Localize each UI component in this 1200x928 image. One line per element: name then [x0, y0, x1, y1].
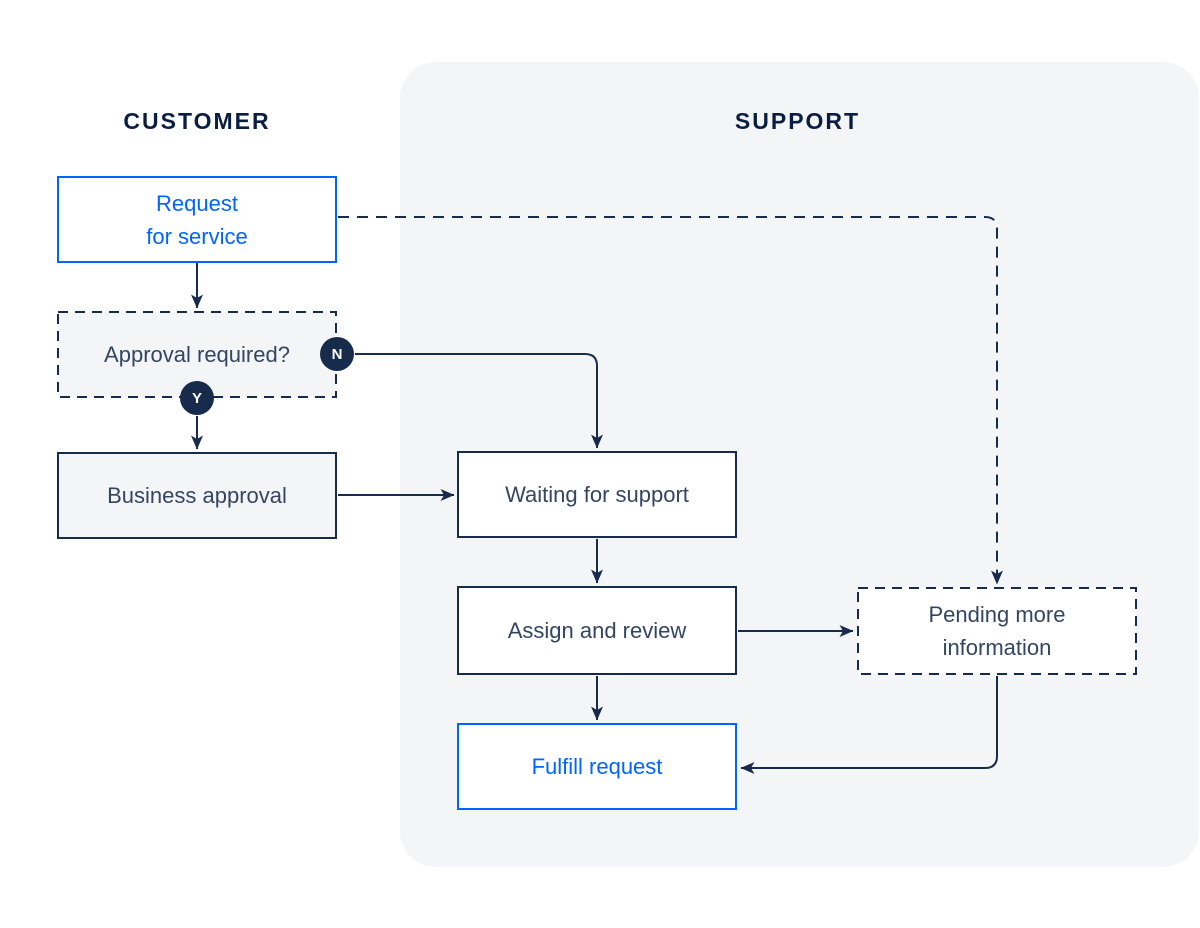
node-request-for-service: Request for service [57, 176, 337, 263]
node-pending-more-information: Pending more information [857, 587, 1137, 675]
lane-title-customer: CUSTOMER [123, 108, 271, 134]
node-label: Pending more information [928, 602, 1066, 660]
node-waiting-for-support: Waiting for support [457, 451, 737, 538]
connector-approval-no-to-waiting [355, 353, 603, 449]
connector-request-to-pending-dashed [338, 216, 1003, 585]
branch-badge-no: N [320, 337, 354, 371]
lane-title-support: SUPPORT [734, 108, 861, 134]
node-label: Approval required? [104, 342, 290, 367]
node-label: Assign and review [507, 618, 687, 643]
dashed-border [857, 587, 1137, 675]
node-label: Request for service [146, 190, 248, 249]
branch-badge-yes: Y [180, 381, 214, 415]
connector-pending-to-fulfill [740, 676, 998, 774]
node-fulfill-request: Fulfill request [457, 723, 737, 810]
node-assign-and-review: Assign and review [457, 586, 737, 675]
node-label: Business approval [107, 483, 287, 508]
node-business-approval: Business approval [57, 452, 337, 539]
node-label: Waiting for support [505, 482, 689, 507]
node-label: Fulfill request [531, 754, 663, 779]
